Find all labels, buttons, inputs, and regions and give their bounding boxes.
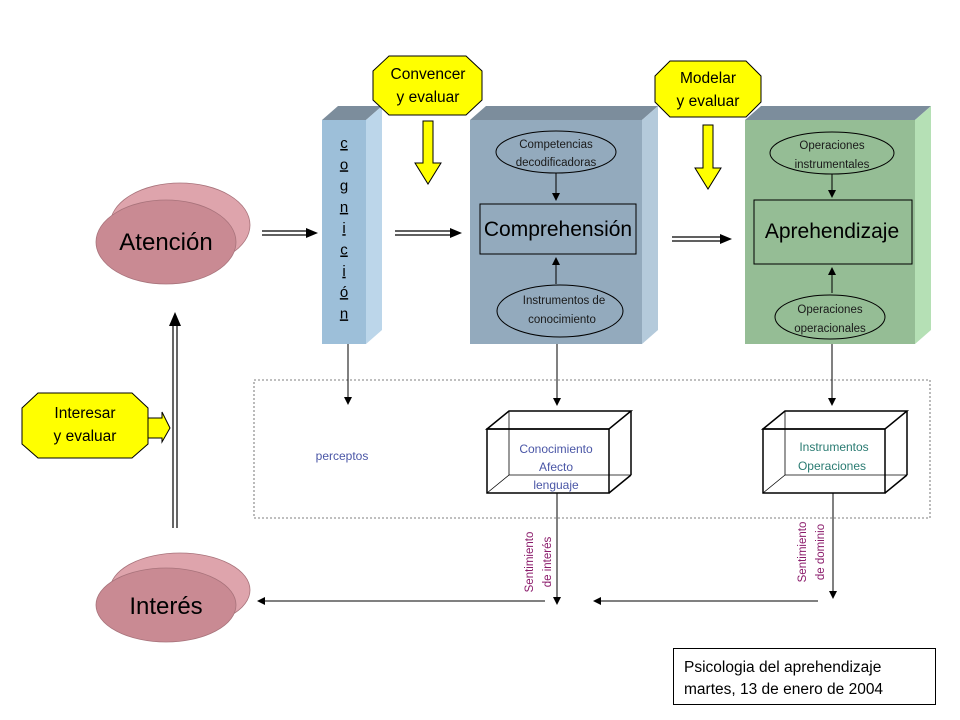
modelar-line-2: y evaluar — [677, 93, 740, 110]
interes-label: Interés — [129, 593, 202, 620]
competencias-ellipse: Competencias decodificadoras — [495, 130, 617, 174]
instrumentos-ellipse: Instrumentos de conocimiento — [496, 284, 624, 338]
cognicion-letter: o — [340, 156, 348, 173]
interesar-callout: Interesar y evaluar — [21, 392, 171, 459]
atencion-to-cognicion-arrow — [262, 228, 318, 238]
convencer-line-1: Convencer — [391, 66, 466, 83]
aprehendizaje-title: Aprehendizaje — [765, 220, 899, 243]
cube-right-line-1: Instrumentos — [799, 440, 868, 454]
cognicion-letter: n — [340, 305, 348, 322]
interes-to-atencion-arrow — [169, 312, 181, 528]
sentimiento-dominio-label: Sentimiento de dominio — [797, 522, 827, 583]
instrumentos-cube — [760, 410, 910, 494]
interes-node: Interés — [95, 552, 251, 643]
sentimiento-interes-line-1: Sentimiento — [524, 532, 536, 593]
instrumentos-line-2: conocimiento — [528, 314, 596, 326]
modelar-down-arrow — [694, 124, 722, 190]
cognicion-letter: c — [340, 135, 348, 152]
cognicion-letter: g — [340, 178, 348, 195]
cognicion-letter: i — [342, 220, 345, 237]
op-operacionales-line-1: Operaciones — [797, 304, 862, 316]
interesar-line-2: y evaluar — [54, 428, 117, 445]
cognicion-letter: c — [340, 242, 348, 259]
convencer-line-2: y evaluar — [397, 89, 460, 106]
cube-left-line-3: lenguaje — [533, 478, 579, 492]
footer-line-1: Psicologia del aprehendizaje — [684, 659, 882, 676]
cognicion-letter: n — [340, 199, 348, 216]
op-instrumentales-line-1: Operaciones — [799, 140, 864, 152]
atencion-node: Atención — [95, 182, 251, 285]
instrumentos-line-1: Instrumentos de — [523, 295, 605, 307]
cognicion-letter: ó — [340, 284, 348, 301]
modelar-callout: Modelar y evaluar — [654, 60, 762, 118]
cube-left-line-1: Conocimiento — [519, 442, 593, 456]
competencias-line-1: Competencias — [519, 139, 593, 151]
cube-left-line-2: Afecto — [539, 460, 573, 474]
comprension-box: Competencias decodificadoras Comprehensi… — [470, 106, 658, 344]
comprension-title: Comprehensión — [484, 218, 632, 241]
cube-right-line-2: Operaciones — [798, 459, 866, 473]
comprension-to-aprehendizaje-arrow — [672, 234, 732, 244]
atencion-label: Atención — [119, 229, 212, 256]
footer-line-2: martes, 13 de enero de 2004 — [684, 681, 884, 698]
aprehendizaje-box: Operaciones instrumentales Aprehendizaje… — [745, 106, 931, 344]
perceptos-label: perceptos — [316, 449, 369, 463]
convencer-callout: Convencer y evaluar — [372, 55, 483, 116]
interesar-line-1: Interesar — [54, 405, 115, 422]
sentimiento-interes-label: Sentimiento de interés — [524, 532, 554, 593]
op-instrumentales-line-2: instrumentales — [795, 159, 870, 171]
cognicion-to-comprension-arrow — [395, 228, 462, 238]
op-operacionales-line-2: operacionales — [794, 323, 866, 335]
convencer-down-arrow — [414, 120, 442, 185]
sentimiento-dominio-line-1: Sentimiento — [797, 522, 809, 583]
sentimiento-dominio-line-2: de dominio — [815, 524, 827, 580]
sentimiento-interes-line-2: de interés — [542, 537, 554, 588]
results-region — [253, 379, 931, 519]
competencias-line-2: decodificadoras — [516, 157, 597, 169]
cognicion-letter: i — [342, 263, 345, 280]
footer-caption: Psicologia del aprehendizaje martes, 13 … — [673, 648, 936, 705]
modelar-line-1: Modelar — [680, 70, 736, 87]
operaciones-operacionales-ellipse: Operaciones operacionales — [774, 294, 886, 340]
conocimiento-cube — [484, 410, 634, 494]
operaciones-instrumentales-ellipse: Operaciones instrumentales — [769, 131, 895, 175]
